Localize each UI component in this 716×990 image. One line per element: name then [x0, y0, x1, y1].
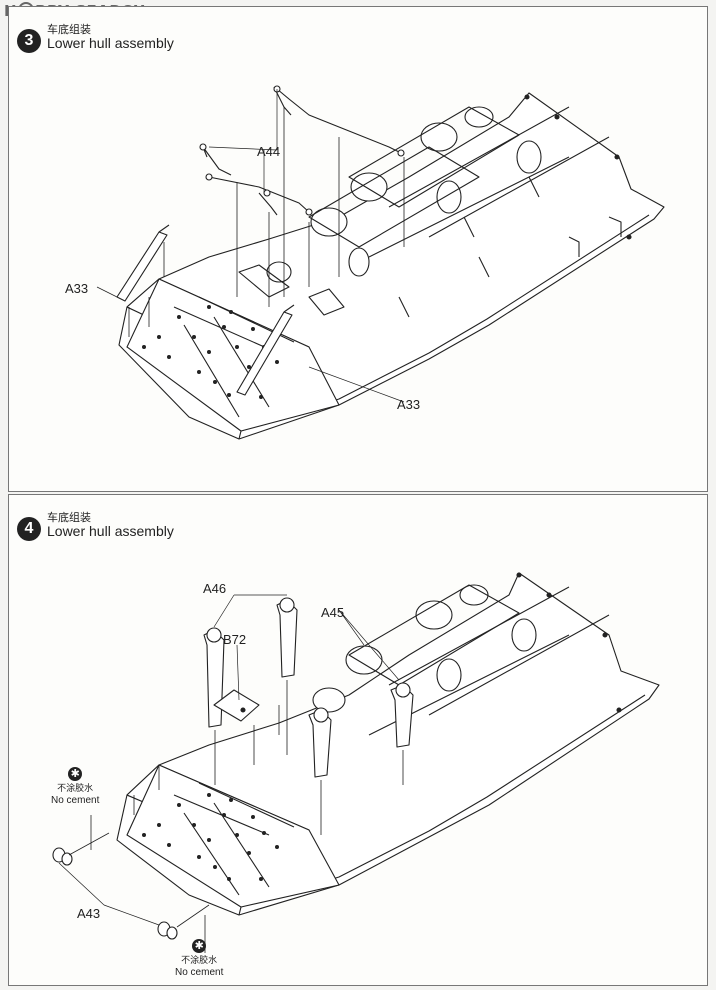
- step-number-badge: 3: [17, 29, 41, 53]
- no-cement-note: ✱ 不涂胶水 No cement: [51, 767, 99, 807]
- no-cement-en: No cement: [51, 795, 100, 806]
- no-cement-note: ✱ 不涂胶水 No cement: [175, 939, 223, 979]
- step-4-hull-drawing: [52, 572, 660, 953]
- step-3-hull-drawing: [96, 85, 665, 440]
- no-cement-icon: ✱: [68, 767, 83, 781]
- step-4-panel: 4 车底组装 Lower hull assembly: [8, 494, 708, 986]
- part-label-a45: A45: [321, 605, 345, 620]
- no-cement-cn: 不涂胶水: [181, 956, 218, 966]
- part-label-a33-left: A33: [65, 281, 89, 296]
- no-cement-en: No cement: [175, 967, 224, 978]
- part-label-a46: A46: [203, 581, 227, 596]
- part-label-a44: A44: [257, 144, 281, 159]
- step-3-panel: 3 车底组装 Lower hull assembly: [8, 6, 708, 492]
- part-label-a33-right: A33: [397, 397, 421, 412]
- step-title-en: Lower hull assembly: [47, 35, 174, 51]
- part-label-a43: A43: [77, 906, 101, 921]
- step-title-cn: 车底组装: [47, 511, 91, 524]
- part-label-b72: B72: [223, 632, 247, 647]
- step-title-cn: 车底组装: [47, 23, 91, 36]
- no-cement-icon: ✱: [192, 939, 207, 953]
- no-cement-cn: 不涂胶水: [57, 784, 94, 794]
- step-title-en: Lower hull assembly: [47, 523, 174, 539]
- step-number-badge: 4: [17, 517, 41, 541]
